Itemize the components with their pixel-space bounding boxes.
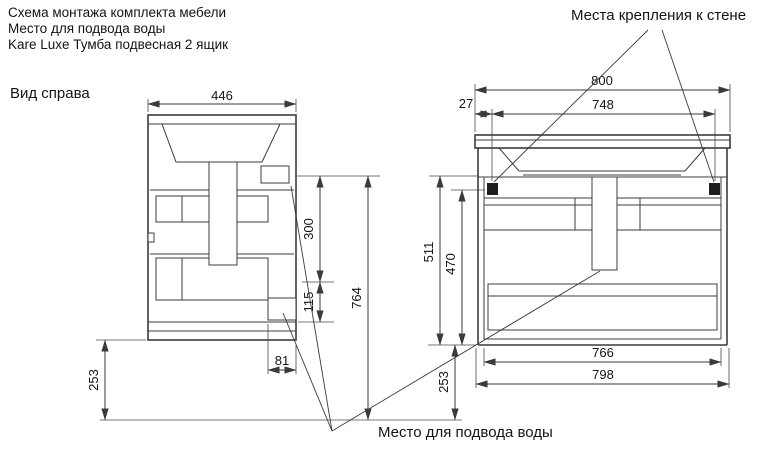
dim-front-253: 253 bbox=[436, 371, 451, 393]
header-line-2: Место для подвода воды bbox=[8, 21, 165, 36]
dim-side-115: 115 bbox=[301, 292, 316, 313]
dim-front-511: 511 bbox=[421, 242, 436, 263]
front-sink-basin bbox=[498, 147, 706, 172]
wall-mount-label: Места крепления к стене bbox=[571, 7, 746, 24]
side-view-label: Вид справа bbox=[10, 85, 90, 102]
front-view-dimensions: 800 27 748 511 470 253 766 798 bbox=[421, 73, 731, 421]
dim-front-798: 798 bbox=[592, 367, 614, 382]
side-drain-box bbox=[260, 165, 290, 184]
water-leader-front-pipe bbox=[331, 270, 601, 432]
header-line-1: Схема монтажа комплекта мебели bbox=[8, 5, 226, 20]
side-wall-notch bbox=[147, 232, 155, 243]
dim-side-446: 446 bbox=[211, 88, 233, 103]
front-countertop bbox=[474, 134, 731, 149]
dim-side-300: 300 bbox=[301, 218, 316, 240]
header-block: Схема монтажа комплекта мебели Место для… bbox=[8, 5, 228, 52]
dim-front-748: 748 bbox=[592, 97, 614, 112]
front-drain-pipe bbox=[591, 176, 618, 271]
water-leader-side-drain bbox=[290, 185, 333, 432]
wall-bracket-left bbox=[487, 183, 498, 195]
side-drain-pipe bbox=[208, 161, 238, 266]
dim-side-764: 764 bbox=[349, 287, 364, 309]
water-leader-side-inlet bbox=[282, 312, 333, 432]
wall-mount-leader-left bbox=[493, 29, 649, 183]
dim-front-27: 27 bbox=[459, 96, 473, 111]
dim-side-81: 81 bbox=[275, 353, 289, 368]
side-view-cabinet bbox=[147, 114, 297, 341]
side-water-inlet-box bbox=[267, 297, 297, 321]
wall-bracket-right bbox=[709, 183, 720, 195]
water-supply-label: Место для подвода воды bbox=[378, 424, 553, 441]
side-cabinet-outline bbox=[147, 114, 297, 341]
dim-front-800: 800 bbox=[591, 73, 613, 88]
wall-mount-leader-right bbox=[661, 29, 715, 183]
dim-front-470: 470 bbox=[443, 253, 458, 275]
dim-side-253: 253 bbox=[86, 369, 101, 391]
front-drawer-2 bbox=[487, 283, 718, 331]
dim-front-766: 766 bbox=[592, 345, 614, 360]
header-line-3: Kare Luxe Тумба подвесная 2 ящик bbox=[8, 37, 228, 52]
side-sink-basin bbox=[161, 123, 281, 163]
front-view-cabinet bbox=[474, 134, 731, 346]
leader-lines bbox=[282, 29, 715, 432]
side-view-dimensions: 446 300 115 764 253 81 bbox=[86, 88, 462, 421]
